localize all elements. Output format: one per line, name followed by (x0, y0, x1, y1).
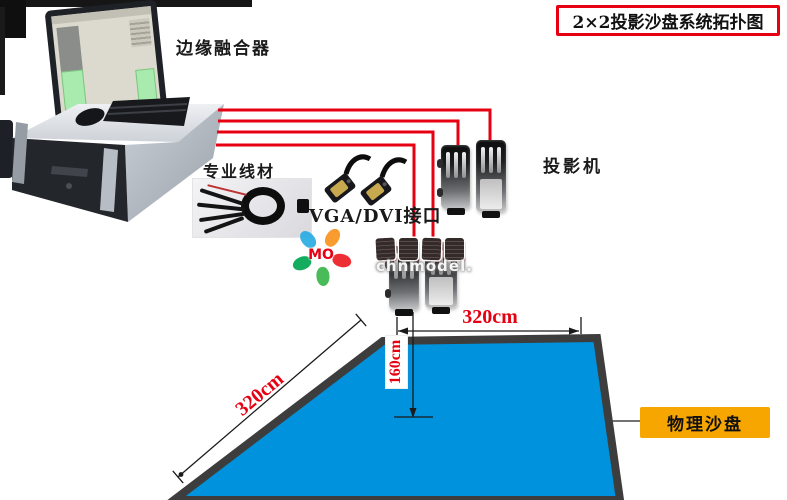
physical-sandbox-tag: 物理沙盘 (640, 407, 770, 438)
projector-top-right (476, 140, 506, 218)
signal-cables (216, 108, 492, 248)
server-front-panel (12, 138, 128, 222)
watermark-logo: MO (290, 226, 353, 287)
dim-side-depth (172, 313, 367, 484)
diagram-title: 2×2投影沙盘系统拓扑图 (572, 13, 764, 33)
vga-plug-1 (324, 173, 356, 203)
projector-vents (441, 152, 470, 178)
cable-label: 专业线材 (203, 162, 276, 181)
mouse (75, 108, 105, 126)
vga-cable-2 (379, 157, 408, 178)
projector-foot (437, 188, 443, 197)
dim-arrow-left (398, 327, 408, 335)
dim-throw-height-text: 160cm (387, 339, 405, 385)
projector-lower-panel (480, 178, 502, 209)
diagram-title-box: 2×2投影沙盘系统拓扑图 (556, 5, 780, 36)
server-side-face (125, 104, 224, 222)
photo-edge-left (0, 7, 5, 95)
server-handle-left (12, 122, 28, 184)
dim-throw-height (394, 312, 433, 418)
server-drive-slot (51, 166, 88, 177)
vga-dvi-label: VGA/DVI接口 (309, 206, 442, 227)
cable-line-1 (218, 108, 492, 142)
logo-figure-orange (322, 226, 344, 250)
projector-vents (425, 249, 457, 275)
server-left-handle (0, 120, 13, 178)
vga-cable-1 (343, 154, 372, 175)
projector-foot (385, 260, 391, 269)
brand-glyph (445, 238, 464, 260)
projector-label: 投影机 (543, 157, 603, 177)
server-lock (66, 183, 72, 189)
watermark-brand-glyphs (375, 237, 466, 262)
projector-lower-panel (429, 277, 453, 305)
dim-throw-height-box: 160cm (386, 336, 407, 388)
projector-vents (476, 147, 506, 173)
dim-top-width-text: 320cm (462, 306, 518, 328)
vga-plug-2 (360, 176, 392, 206)
watermark-site-text: chnmodel. (376, 257, 473, 275)
cable-coil (241, 187, 285, 225)
keyboard-row (109, 103, 188, 109)
projector-vents (389, 253, 419, 279)
cable-line-3 (217, 130, 435, 245)
projector-base (432, 307, 450, 314)
edge-blender-label: 边缘融合器 (176, 39, 271, 59)
dim-end-dot (178, 472, 184, 477)
keyboard-row (107, 109, 187, 115)
projector-foot (437, 159, 443, 168)
dim-arrow-right (569, 327, 579, 335)
server-handle-right (100, 148, 118, 212)
cable-line-2 (218, 119, 460, 147)
cable-connector (297, 199, 309, 213)
watermark-logo-text: MO (308, 247, 334, 263)
projector-foot (385, 289, 391, 298)
projector-base (395, 309, 413, 316)
sandbox-surface (167, 333, 625, 500)
vga-connectors (324, 154, 408, 206)
logo-figure-green (315, 266, 331, 287)
projector-base (482, 211, 500, 218)
cable-photo (193, 179, 311, 237)
brand-glyph (399, 238, 418, 260)
projector-top-left (437, 145, 470, 215)
dim-arrow-down (409, 408, 417, 418)
physical-sandbox-label: 物理沙盘 (667, 415, 743, 435)
projector-base (446, 208, 465, 215)
cable-line-4 (216, 143, 416, 248)
